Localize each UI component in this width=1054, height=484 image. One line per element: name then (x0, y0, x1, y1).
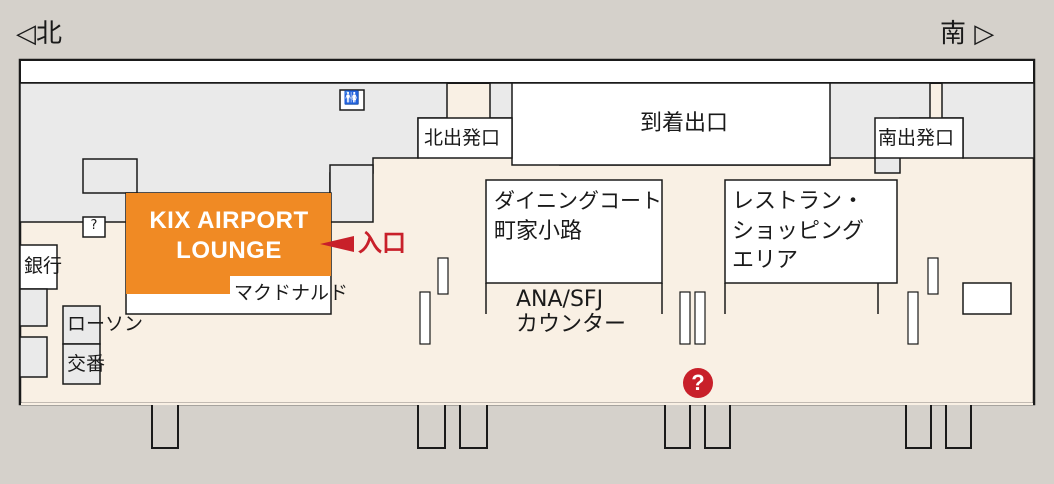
dining-court-area (485, 179, 663, 284)
pillar-box (329, 164, 374, 223)
bank-label: 銀行 (24, 255, 63, 277)
ana-counter-area (485, 283, 663, 314)
shopping-label-2: ショッピング (732, 219, 865, 244)
lawson-label: ローソン (67, 313, 144, 335)
restroom-icon: 🚻 (343, 91, 361, 106)
entrance-arrow (320, 236, 354, 252)
south-label: 南 (940, 19, 967, 49)
shopping-label-1: レストラン・ (732, 189, 865, 214)
shopping-lower-area (724, 283, 879, 314)
ana-counter-label-2: カウンター (516, 312, 627, 337)
police-box-label: 交番 (67, 353, 106, 375)
north-label: 北 (36, 19, 63, 49)
south-departure-gate (874, 117, 964, 159)
ana-counter-label-1: ANA/SFJ (516, 287, 604, 312)
lounge-name-line-2: LOUNGE (176, 237, 282, 264)
arrivals-exit-label: 到着出口 (640, 111, 729, 136)
small-side-box (19, 336, 48, 378)
dining-court-sub-label: 町家小路 (494, 219, 583, 244)
north-departure-gate (417, 117, 513, 159)
restroom-box (339, 89, 365, 111)
north-direction: ◁北 (16, 19, 63, 50)
pier-gap-cover (21, 403, 1033, 405)
lounge-name-line-1: KIX AIRPORT (149, 207, 309, 234)
help-marker-icon: ? (683, 368, 713, 398)
entrance-label: 入口 (358, 229, 406, 257)
east-box (962, 282, 1012, 315)
east-arrow-icon: ▷ (974, 19, 995, 49)
south-departures-label: 南出発口 (878, 127, 955, 149)
info-box (82, 216, 106, 238)
police-box-area (62, 343, 101, 385)
shopping-area (724, 179, 898, 284)
north-departures-label: 北出発口 (424, 127, 501, 149)
info-icon: ? (90, 218, 98, 233)
shopping-label-3: エリア (732, 248, 799, 273)
mcdonalds-label: マクドナルド (234, 282, 349, 304)
south-direction: 南 ▷ (940, 19, 995, 50)
escalator-1 (419, 257, 449, 345)
north-wall-strip (19, 59, 1035, 84)
escalator-2 (679, 291, 706, 345)
gate-piers (151, 404, 972, 449)
storage-box (82, 158, 138, 194)
bank-side-box (19, 288, 48, 327)
escalator-3 (907, 257, 939, 345)
dining-court-label: ダイニングコート (494, 189, 662, 213)
lounge-area (126, 193, 331, 294)
west-arrow-icon: ◁ (16, 19, 36, 49)
lounge-name: KIX AIRPORT LOUNGE (128, 206, 330, 266)
